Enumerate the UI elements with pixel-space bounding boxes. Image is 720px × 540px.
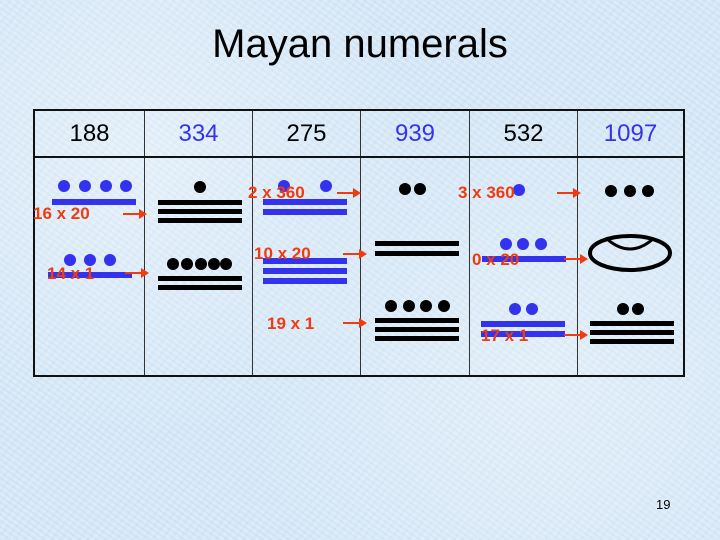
dot-glyph [414, 183, 426, 195]
dot-glyph [167, 258, 179, 270]
dot-glyph [181, 258, 193, 270]
bar-glyph [375, 318, 459, 323]
dot-glyph [399, 183, 411, 195]
bar-glyph [158, 209, 242, 214]
shell-zero-icon [588, 234, 672, 272]
column-header-1097: 1097 [603, 120, 658, 147]
annotation-10x20: 10 x 20 [254, 244, 311, 263]
dot-glyph [195, 258, 207, 270]
bar-glyph [590, 330, 674, 335]
arrow-icon [564, 254, 588, 264]
bar-glyph [375, 336, 459, 341]
dot-glyph [58, 180, 70, 192]
dot-glyph [385, 300, 397, 312]
bar-glyph [590, 339, 674, 344]
bar-glyph [481, 321, 565, 327]
slide-title: Mayan numerals [212, 22, 508, 66]
arrow-icon [123, 209, 147, 219]
dot-glyph [642, 185, 654, 197]
annotation-0x20: 0 x 20 [472, 250, 520, 269]
column-divider [577, 111, 578, 375]
bar-glyph [263, 278, 347, 284]
column-header-939: 939 [394, 120, 436, 147]
dot-glyph [509, 303, 521, 315]
dot-glyph [194, 181, 206, 193]
annotation-17x1: 17 x 1 [481, 326, 529, 345]
dot-glyph [605, 185, 617, 197]
dot-glyph [208, 258, 220, 270]
dot-glyph [617, 303, 629, 315]
arrow-icon [557, 188, 581, 198]
bar-glyph [48, 272, 132, 278]
bar-glyph [482, 256, 566, 262]
bar-glyph [263, 258, 347, 264]
dot-glyph [100, 180, 112, 192]
dot-glyph [79, 180, 91, 192]
dot-glyph [120, 180, 132, 192]
column-divider [360, 111, 361, 375]
arrow-icon [337, 188, 361, 198]
dot-glyph [500, 238, 512, 250]
annotation-19x1: 19 x 1 [267, 314, 315, 333]
bar-glyph [158, 218, 242, 223]
dot-glyph [513, 184, 525, 196]
bar-glyph [375, 241, 459, 246]
dot-glyph [104, 254, 116, 266]
dot-glyph [220, 258, 232, 270]
column-header-275: 275 [286, 120, 327, 147]
column-divider [469, 111, 470, 375]
annotation-16x20: 16 x 20 [33, 204, 90, 223]
arrow-icon [343, 318, 367, 328]
dot-glyph [624, 185, 636, 197]
arrow-icon [564, 330, 588, 340]
dot-glyph [84, 254, 96, 266]
arrow-icon [343, 249, 367, 259]
annotation-3x360: 3 x 360 [458, 183, 515, 202]
bar-glyph [263, 268, 347, 274]
bar-glyph [375, 327, 459, 332]
dot-glyph [526, 303, 538, 315]
bar-glyph [158, 276, 242, 281]
dot-glyph [517, 238, 529, 250]
annotation-2x360: 2 x 360 [248, 183, 305, 202]
dot-glyph [632, 303, 644, 315]
column-header-188: 188 [69, 120, 110, 147]
column-header-532: 532 [503, 120, 544, 147]
bar-glyph [158, 285, 242, 290]
dot-glyph [403, 300, 415, 312]
dot-glyph [535, 238, 547, 250]
header-divider [35, 156, 683, 158]
bar-glyph [375, 251, 459, 256]
dot-glyph [64, 254, 76, 266]
bar-glyph [481, 331, 565, 337]
dot-glyph [420, 300, 432, 312]
dot-glyph [320, 180, 332, 192]
bar-glyph [158, 200, 242, 205]
bar-glyph [263, 209, 347, 215]
arrow-icon [125, 268, 149, 278]
dot-glyph [278, 180, 290, 192]
bar-glyph [590, 321, 674, 326]
bar-glyph [263, 199, 347, 205]
annotation-14x1: 14 x 1 [47, 264, 95, 283]
numerals-table: 188 334 275 939 532 1097 [33, 109, 685, 377]
column-divider [144, 111, 145, 375]
bar-glyph [52, 199, 136, 205]
dot-glyph [438, 300, 450, 312]
column-divider [252, 111, 253, 375]
column-header-334: 334 [178, 120, 219, 147]
page-number: 19 [656, 497, 671, 512]
